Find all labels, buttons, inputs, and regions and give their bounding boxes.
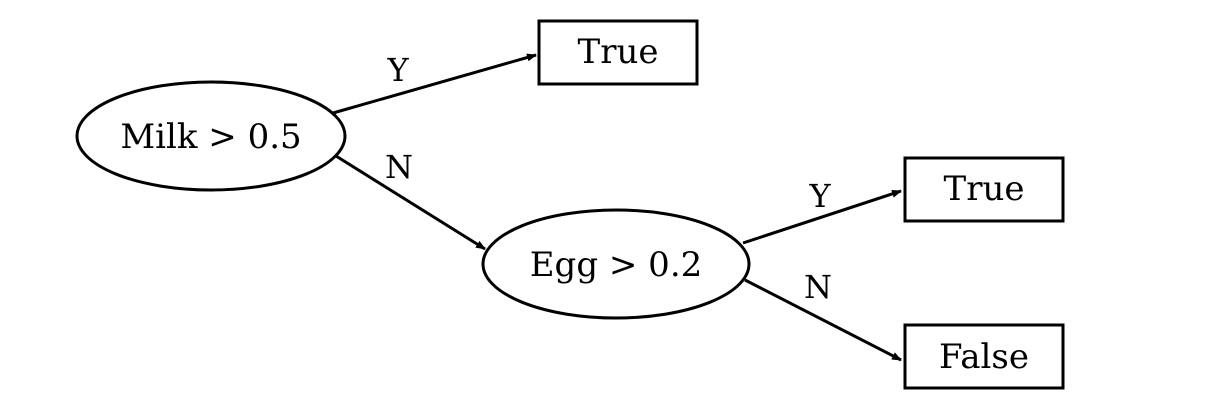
edge-label-yes: Y: [808, 177, 831, 215]
node-label: True: [578, 32, 659, 72]
node-label: Milk > 0.5: [120, 117, 301, 157]
leaf-box: [903, 323, 1065, 390]
node-root: Milk > 0.5: [75, 80, 347, 192]
leaf-box: [903, 156, 1065, 223]
node-leaf-true-1: True: [537, 19, 699, 86]
edge-line: [335, 154, 486, 251]
node-label: Egg > 0.2: [530, 245, 703, 285]
leaf-box: [537, 19, 699, 86]
edge-line: [742, 189, 902, 245]
edge-label-yes: Y: [386, 51, 409, 89]
node-leaf-true-2: True: [903, 156, 1065, 223]
edge-egg-to-false: N: [744, 268, 902, 362]
edge-label-no: N: [804, 268, 832, 306]
decision-ellipse: [75, 80, 347, 192]
node-label: True: [944, 169, 1025, 209]
decision-ellipse: [481, 208, 751, 320]
node-leaf-false: False: [903, 323, 1065, 390]
edge-label-no: N: [385, 148, 413, 186]
edge-root-to-egg: N: [335, 148, 486, 251]
node-egg: Egg > 0.2: [481, 208, 751, 320]
node-label: False: [939, 337, 1029, 377]
edge-egg-to-true-2: Y: [742, 177, 902, 245]
edge-root-to-true-1: Y: [332, 51, 537, 115]
edge-line: [332, 53, 537, 115]
edge-line: [744, 278, 902, 362]
